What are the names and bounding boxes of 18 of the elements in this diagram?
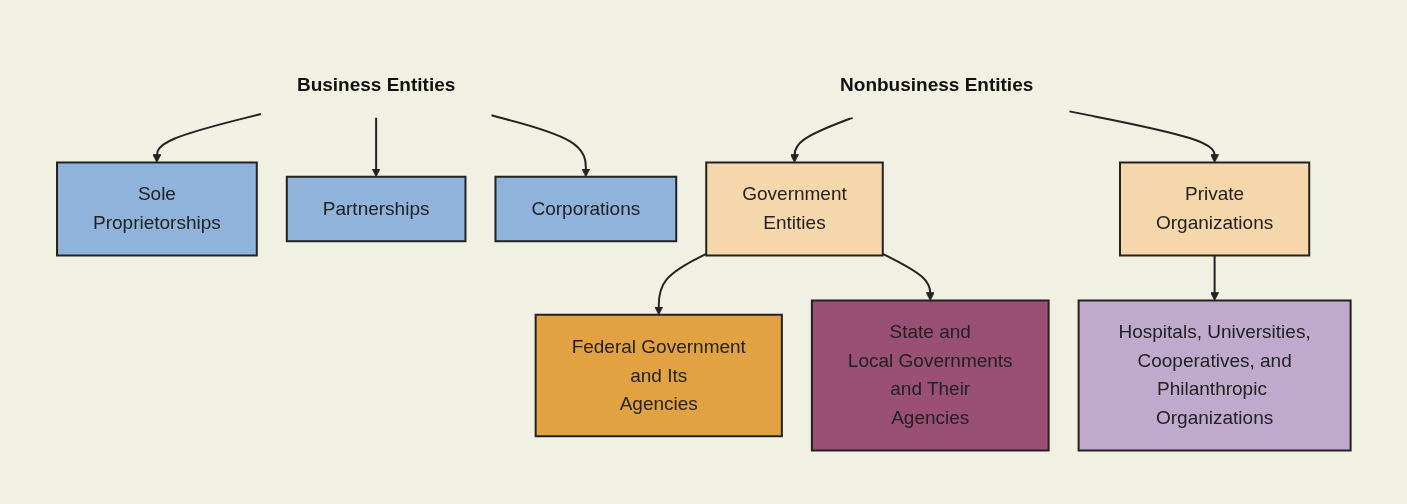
arrow <box>789 116 854 164</box>
node-box: Sole Proprietorships <box>55 161 258 257</box>
node-box: Government Entities <box>704 161 884 257</box>
node-box: Corporations <box>494 176 677 243</box>
node-text: Business Entities <box>296 74 456 96</box>
node-box: Hospitals, Universities, Cooperatives, and Philanthropic Organizations <box>1077 299 1352 452</box>
arrow <box>1209 254 1219 302</box>
arrow <box>152 113 262 164</box>
arrow <box>371 116 381 178</box>
arrow <box>654 253 707 316</box>
node-box: Partnerships <box>285 176 467 243</box>
node-box: State and Local Governments and Their Agencies <box>810 299 1050 452</box>
node-box: Private Organizations <box>1118 161 1310 257</box>
arrow <box>490 114 590 178</box>
node-box: Federal Government and Its Agencies <box>534 314 783 438</box>
arrow <box>1067 110 1219 164</box>
arrow <box>881 253 935 302</box>
node-text: Nonbusiness Entities <box>839 74 1033 96</box>
